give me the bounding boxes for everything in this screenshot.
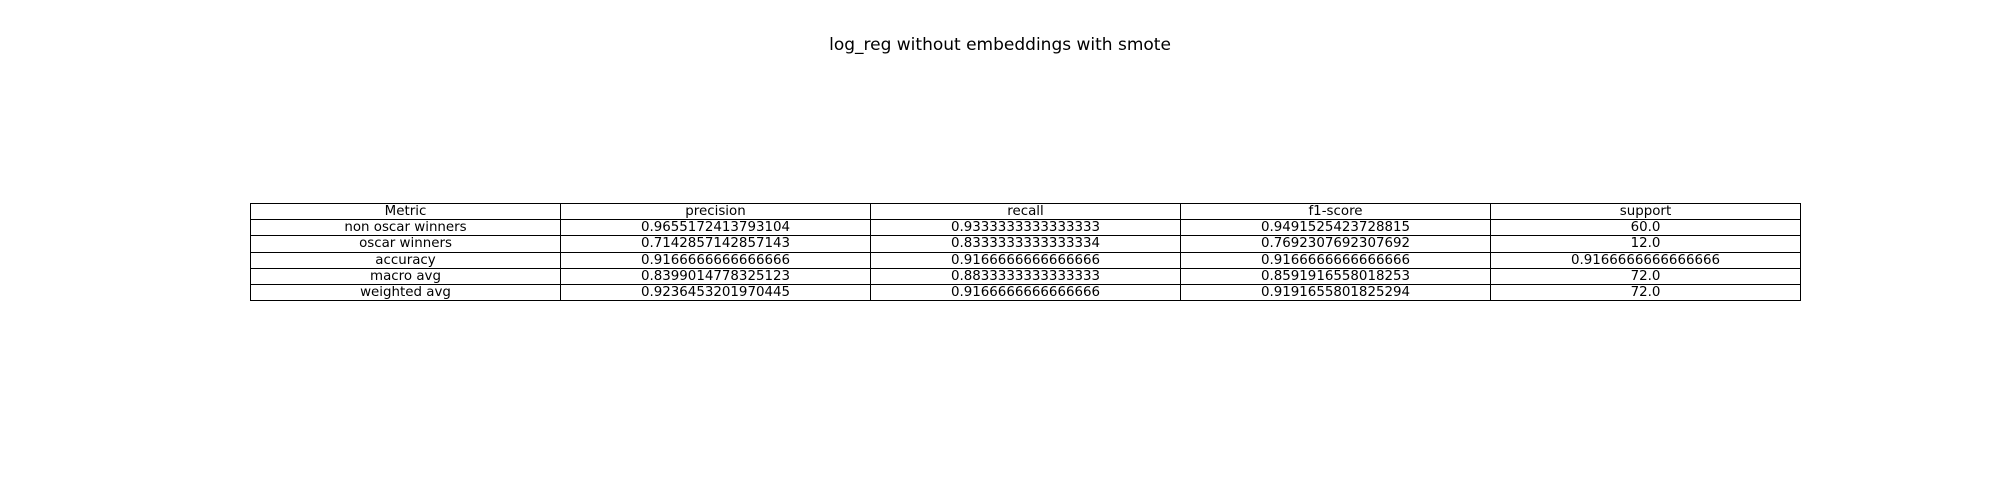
precision-cell: 0.9655172413793104 — [560, 219, 871, 237]
table-header-row: Metric precision recall f1-score support — [250, 202, 1801, 221]
column-header-support: support — [1490, 202, 1801, 221]
f1-score-cell: 0.9166666666666666 — [1180, 251, 1491, 269]
table-row: accuracy 0.9166666666666666 0.9166666666… — [250, 251, 1801, 269]
support-cell: 60.0 — [1490, 219, 1801, 237]
row-label: accuracy — [250, 251, 561, 269]
row-label: oscar winners — [250, 235, 561, 253]
column-header-precision: precision — [560, 202, 871, 221]
chart-title: log_reg without embeddings with smote — [829, 35, 1171, 55]
row-label: macro avg — [250, 267, 561, 285]
recall-cell: 0.8833333333333333 — [870, 267, 1181, 285]
f1-score-cell: 0.9191655801825294 — [1180, 283, 1491, 302]
column-header-metric: Metric — [250, 202, 561, 221]
f1-score-cell: 0.8591916558018253 — [1180, 267, 1491, 285]
column-header-recall: recall — [870, 202, 1181, 221]
support-cell: 72.0 — [1490, 283, 1801, 302]
recall-cell: 0.9166666666666666 — [870, 251, 1181, 269]
metrics-table: Metric precision recall f1-score support… — [250, 202, 1801, 302]
row-label: non oscar winners — [250, 219, 561, 237]
column-header-f1-score: f1-score — [1180, 202, 1491, 221]
table-row: weighted avg 0.9236453201970445 0.916666… — [250, 283, 1801, 302]
precision-cell: 0.8399014778325123 — [560, 267, 871, 285]
table-row: oscar winners 0.7142857142857143 0.83333… — [250, 235, 1801, 253]
table-row: non oscar winners 0.9655172413793104 0.9… — [250, 219, 1801, 237]
recall-cell: 0.9166666666666666 — [870, 283, 1181, 302]
table-row: macro avg 0.8399014778325123 0.883333333… — [250, 267, 1801, 285]
recall-cell: 0.9333333333333333 — [870, 219, 1181, 237]
precision-cell: 0.7142857142857143 — [560, 235, 871, 253]
precision-cell: 0.9166666666666666 — [560, 251, 871, 269]
support-cell: 0.9166666666666666 — [1490, 251, 1801, 269]
recall-cell: 0.8333333333333334 — [870, 235, 1181, 253]
precision-cell: 0.9236453201970445 — [560, 283, 871, 302]
f1-score-cell: 0.9491525423728815 — [1180, 219, 1491, 237]
f1-score-cell: 0.7692307692307692 — [1180, 235, 1491, 253]
support-cell: 72.0 — [1490, 267, 1801, 285]
support-cell: 12.0 — [1490, 235, 1801, 253]
row-label: weighted avg — [250, 283, 561, 302]
